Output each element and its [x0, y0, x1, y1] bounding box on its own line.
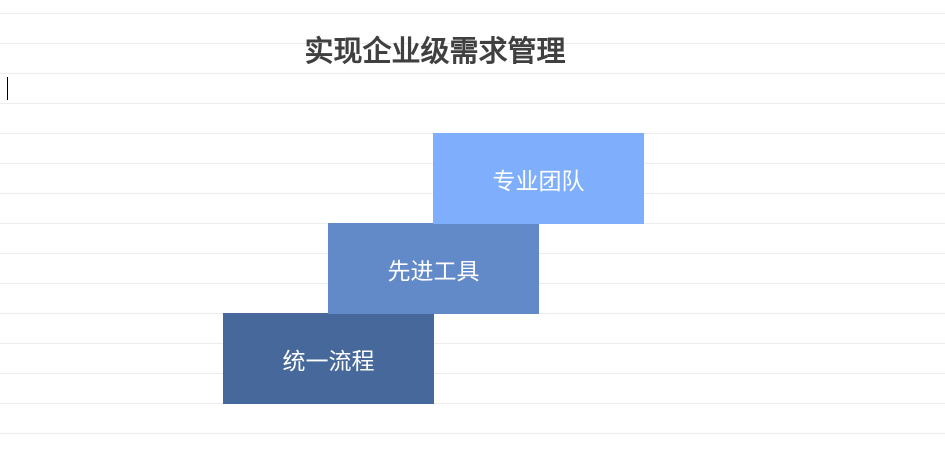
text-cursor [7, 77, 8, 100]
step-professional-team: 专业团队 [433, 133, 644, 224]
step-advanced-tools: 先进工具 [328, 223, 539, 314]
step-label: 先进工具 [387, 258, 480, 285]
step-label: 统一流程 [282, 348, 375, 375]
step-label: 专业团队 [492, 168, 585, 195]
step-unified-process: 统一流程 [223, 313, 434, 404]
page-title: 实现企业级需求管理 [304, 34, 566, 68]
